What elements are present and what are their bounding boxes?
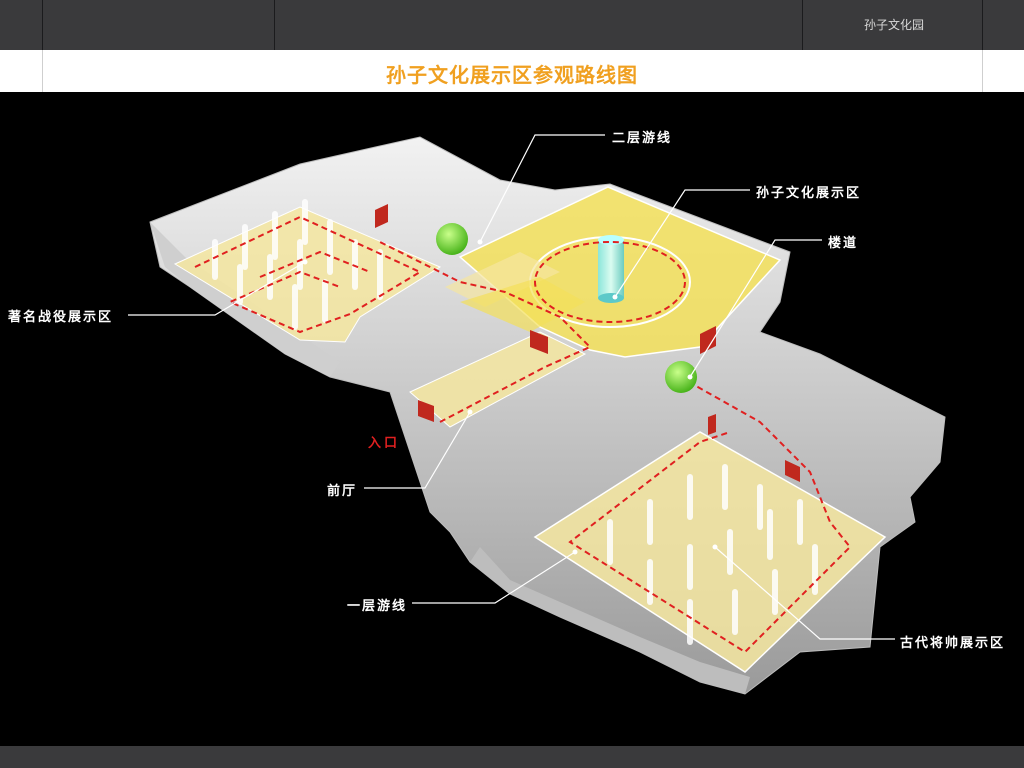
leader-lines [128,134,895,640]
first-floor-route-label: 一层游线 [347,599,408,614]
entrance-label: 入口 [368,436,401,451]
top-bar-cell [802,0,983,50]
stairs-label: 楼道 [828,236,859,251]
second-floor-route-label: 二层游线 [612,131,673,146]
front-hall-label: 前厅 [327,484,358,499]
divider [982,50,983,92]
tour-route [194,215,852,654]
front-hall-area [409,252,587,428]
stair-marker-icon [436,223,468,255]
generals-zone-area [533,431,887,673]
page-title: 孙子文化展示区参观路线图 [386,63,638,87]
generals-zone-label: 古代将帅展示区 [900,636,1006,651]
area-markers [375,204,800,482]
leader-dots [302,239,718,555]
title-bar: 孙子文化展示区参观路线图 [0,50,1024,92]
stair-marker-icon [665,361,697,393]
battles-zone-label: 著名战役展示区 [8,310,114,325]
brand-label: 孙子文化园 [863,18,924,32]
sunzi-zone-label: 孙子文化展示区 [756,186,862,201]
bottom-bar [0,746,1024,768]
top-bar-cell [0,0,43,50]
floor-plan-diagram [128,134,946,695]
top-bar: 孙子文化园 [0,0,1024,50]
top-bar-cell [42,0,275,50]
top-bar-cell [274,0,803,50]
divider [42,50,43,92]
